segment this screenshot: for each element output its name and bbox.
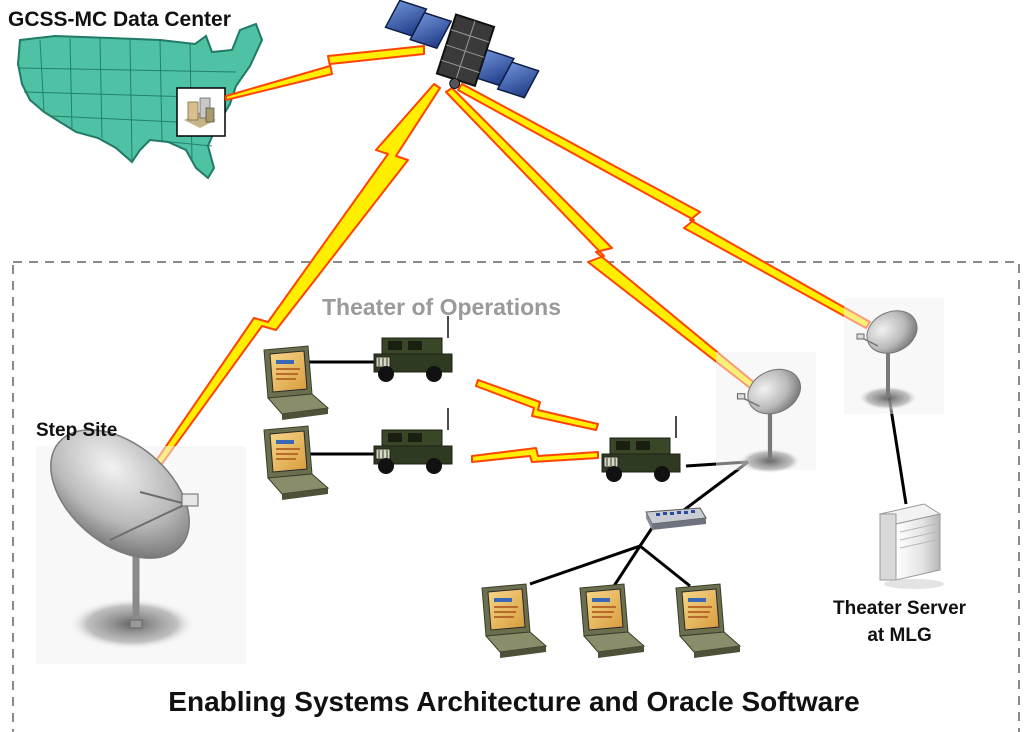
wire-switch-laptop3 <box>529 544 641 586</box>
theater-boundary <box>12 261 1020 732</box>
laptop-1-icon <box>263 345 329 421</box>
data-center-label: GCSS-MC Data Center <box>8 8 231 31</box>
wire-switch-laptop4 <box>612 545 642 587</box>
theater-server-label: Theater Server at MLG <box>833 595 966 649</box>
laptop-3-icon <box>481 583 547 659</box>
laptop-2-icon <box>263 425 329 501</box>
wire-switch-drop <box>638 527 654 547</box>
humvee-2-icon <box>373 407 453 475</box>
step-site-dish-icon <box>36 429 246 664</box>
satellite-icon <box>384 0 540 99</box>
bolt-humvee2-hub <box>471 447 599 463</box>
theater-server-label-line2: at MLG <box>867 625 932 646</box>
step-site-label: Step Site <box>36 420 118 441</box>
humvee-hub-icon <box>601 415 681 483</box>
footer-caption: Enabling Systems Architecture and Oracle… <box>168 686 860 717</box>
theater-dish-2-icon <box>844 298 944 414</box>
bolt-humvee1-hub <box>475 379 599 431</box>
server-rack-icon <box>176 87 226 137</box>
wireless-links <box>135 45 871 495</box>
network-switch-icon <box>645 507 707 530</box>
tower-server-icon <box>878 503 944 589</box>
laptop-5-icon <box>675 583 741 659</box>
bolt-satellite-dish2 <box>457 83 871 329</box>
bolt-datacenter-satellite <box>225 45 425 101</box>
theater-label: Theater of Operations <box>322 294 561 320</box>
theater-server-label-line1: Theater Server <box>833 598 967 619</box>
theater-dish-1-icon <box>716 352 816 474</box>
humvee-1-icon <box>373 315 453 383</box>
laptop-4-icon <box>579 583 645 659</box>
wire-switch-laptop5 <box>639 544 691 588</box>
us-map-icon <box>16 22 264 180</box>
